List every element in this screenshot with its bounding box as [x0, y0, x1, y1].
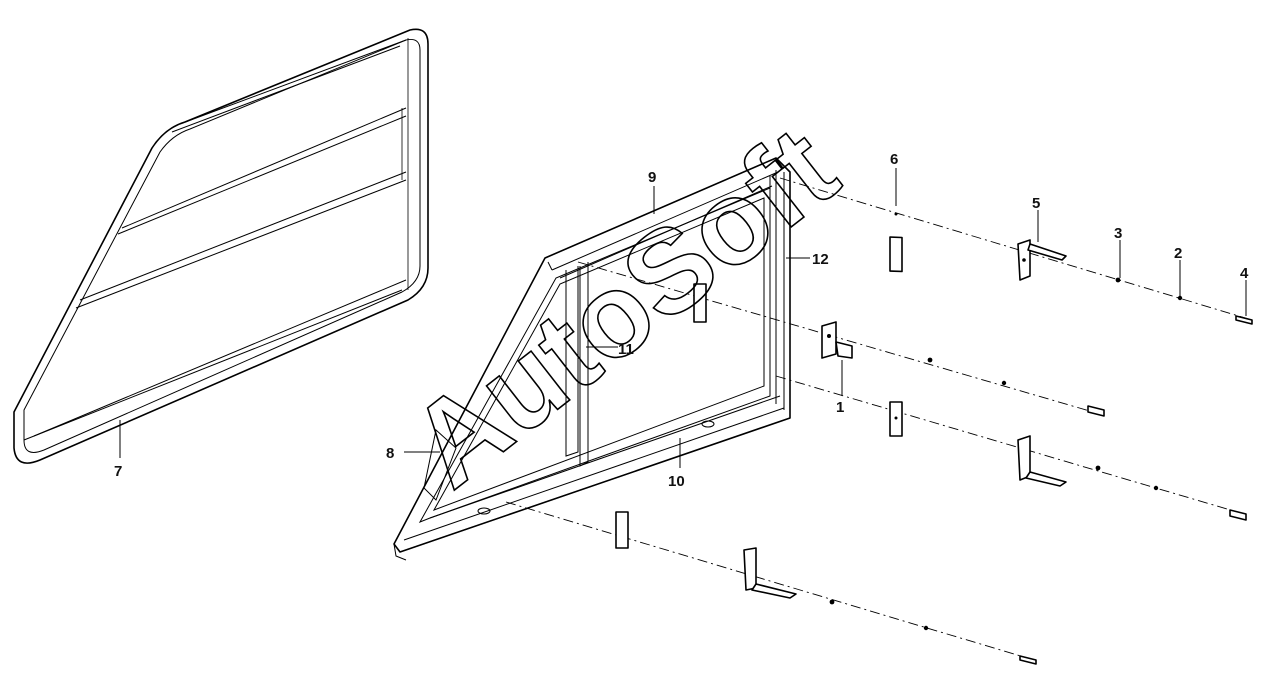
callout-8: 8 — [386, 445, 394, 462]
callout-2: 2 — [1174, 245, 1182, 262]
callout-4: 4 — [1240, 265, 1249, 282]
assembly-axes — [505, 177, 1253, 661]
callout-7: 7 — [114, 463, 122, 480]
callout-11: 11 — [618, 341, 634, 358]
callout-6: 6 — [890, 151, 898, 168]
callout-3: 3 — [1114, 225, 1122, 242]
hardware-row-top — [889, 212, 1253, 325]
callout-12: 12 — [812, 251, 829, 268]
leader-lines — [119, 168, 1247, 468]
callouts: 9 6 5 3 2 4 12 11 1 8 10 7 — [114, 151, 1249, 490]
outer-side-panel — [13, 28, 429, 464]
callout-10: 10 — [668, 473, 685, 490]
callout-1: 1 — [836, 399, 844, 416]
hardware-row-upper-middle — [693, 283, 1105, 417]
hardware-row-bottom — [615, 511, 1037, 665]
callout-5: 5 — [1032, 195, 1040, 212]
hardware-row-lower-middle — [889, 401, 1247, 521]
inner-frame — [393, 157, 791, 561]
callout-9: 9 — [648, 169, 656, 186]
